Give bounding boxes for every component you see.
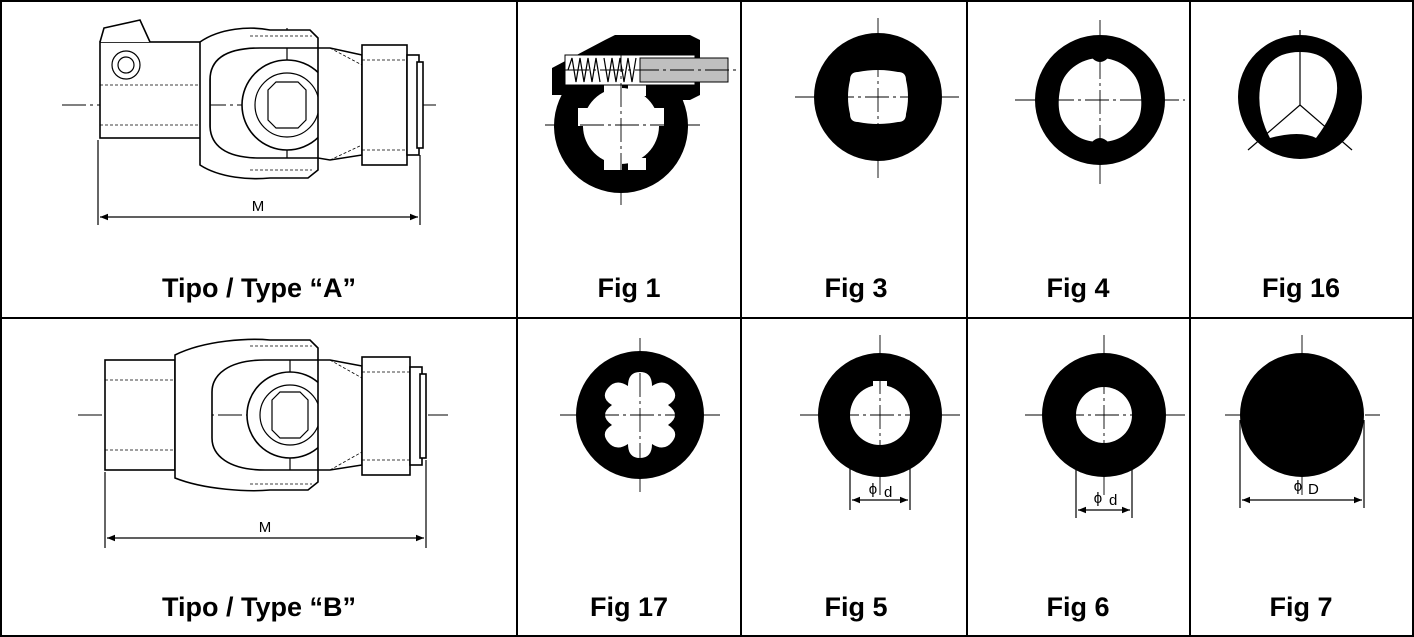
fig6-dimension-symbol: ϕ (1094, 490, 1102, 507)
fig6-drawing: ϕ d (1025, 335, 1185, 518)
fig3-drawing (795, 18, 960, 178)
fig5-drawing: ϕ d (800, 335, 960, 510)
fig5-label: Fig 5 (824, 592, 887, 622)
fig7-dimension-symbol: ϕ (1294, 478, 1302, 495)
fig7-label: Fig 7 (1269, 592, 1332, 622)
type-a-label: Tipo / Type “A” (162, 273, 356, 303)
type-b-label: Tipo / Type “B” (162, 592, 356, 622)
fig4-drawing (1015, 20, 1185, 185)
fig6-label: Fig 6 (1046, 592, 1109, 622)
fig16-drawing (1238, 30, 1362, 159)
type-a-joint-drawing: M (62, 19, 438, 225)
fig17-drawing (560, 338, 720, 492)
fig6-dimension-subscript: d (1109, 492, 1117, 509)
type-a-dimension: M (252, 198, 265, 215)
type-b-dimension: M (259, 519, 272, 536)
fig16-label: Fig 16 (1262, 273, 1340, 303)
fig7-dimension-subscript: D (1308, 481, 1319, 498)
fig7-drawing: ϕ D (1225, 335, 1380, 508)
fig1-drawing (545, 35, 738, 205)
fig3-label: Fig 3 (824, 273, 887, 303)
type-b-joint-drawing: M (78, 338, 448, 548)
fig5-dimension-subscript: d (884, 484, 892, 501)
fig4-label: Fig 4 (1046, 273, 1109, 303)
fig1-label: Fig 1 (597, 273, 660, 303)
fig5-dimension-symbol: ϕ (869, 481, 877, 498)
fig17-label: Fig 17 (590, 592, 668, 622)
